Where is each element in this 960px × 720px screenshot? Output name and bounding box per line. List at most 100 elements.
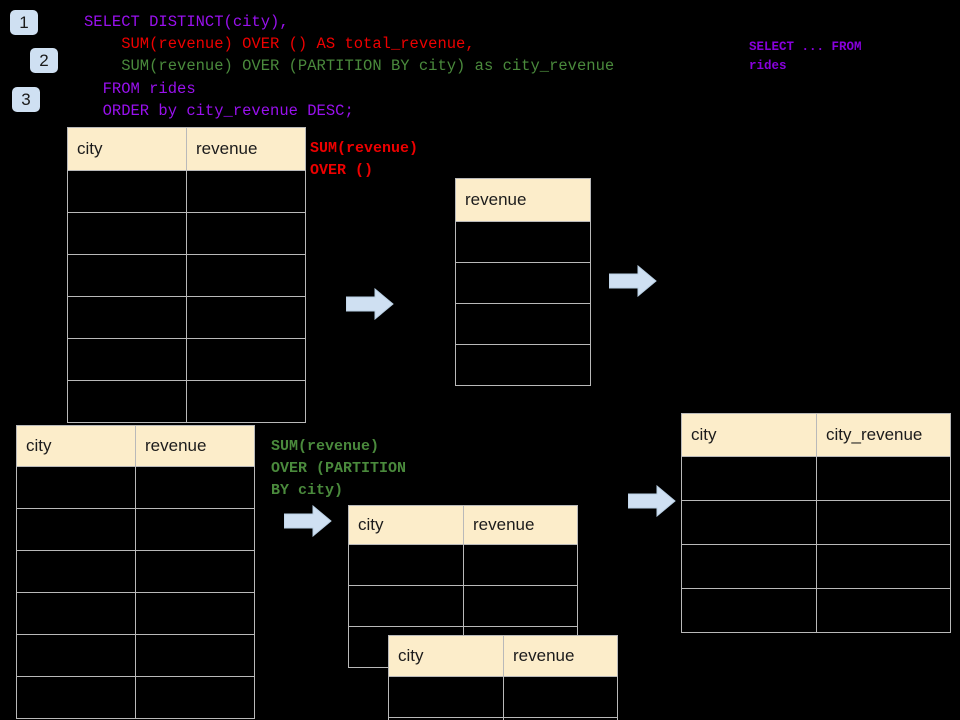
table-cell (348, 585, 464, 627)
arrow-source-to-total (346, 288, 394, 320)
table-row (16, 634, 255, 677)
sql-line-city-revenue: SUM(revenue) OVER (PARTITION BY city) as… (84, 57, 615, 75)
step-badge-1: 1 (10, 10, 38, 35)
table-partition-group-back: city revenue (348, 505, 578, 668)
table-row (67, 170, 306, 213)
side-note-line-1: SELECT ... FROM (749, 40, 862, 54)
table-header-row: city revenue (388, 635, 618, 677)
table-row (67, 296, 306, 339)
table-cell (463, 585, 578, 627)
table-header-row: city revenue (16, 425, 255, 467)
column-header-city: city (348, 505, 464, 545)
table-row (681, 456, 951, 501)
step-badge-3: 3 (12, 87, 40, 112)
table-row (348, 544, 578, 586)
table-row (455, 303, 591, 345)
table-cell (463, 544, 578, 586)
table-header-row: revenue (455, 178, 591, 222)
column-header-revenue: revenue (463, 505, 578, 545)
table-row (16, 550, 255, 593)
table-cell (67, 380, 187, 423)
annotation-city-revenue-line-1: SUM(revenue) (271, 438, 380, 455)
table-cell (388, 676, 504, 718)
table-cell (681, 588, 817, 633)
table-row (16, 508, 255, 551)
table-cell (135, 550, 255, 593)
table-cell (681, 500, 817, 545)
table-cell (186, 338, 306, 381)
table-header-row: city revenue (67, 127, 306, 171)
column-header-revenue: revenue (455, 178, 591, 222)
side-note-line-2: rides (749, 59, 787, 73)
table-cell (186, 170, 306, 213)
column-header-city: city (681, 413, 817, 457)
table-cell (816, 456, 951, 501)
table-cell (681, 456, 817, 501)
table-cell (135, 634, 255, 677)
table-cell (816, 544, 951, 589)
table-row (67, 380, 306, 423)
table-row (455, 221, 591, 263)
arrow-total-to-result (609, 265, 657, 297)
table-row (388, 717, 618, 720)
table-cell (503, 717, 618, 720)
table-header-row: city revenue (348, 505, 578, 545)
table-cell (348, 544, 464, 586)
table-cell (135, 592, 255, 635)
table-row (67, 212, 306, 255)
column-header-city: city (16, 425, 136, 467)
table-cell (816, 500, 951, 545)
table-row (455, 262, 591, 304)
table-row (348, 585, 578, 627)
table-cell (67, 338, 187, 381)
table-cell (67, 170, 187, 213)
table-cell (186, 212, 306, 255)
annotation-total-revenue-line-2: OVER () (310, 162, 374, 179)
table-cell (681, 544, 817, 589)
annotation-total-revenue-line-1: SUM(revenue) (310, 140, 419, 157)
table-row (16, 592, 255, 635)
table-row (67, 338, 306, 381)
step-badge-2: 2 (30, 48, 58, 73)
table-row (681, 588, 951, 633)
table-row (455, 344, 591, 386)
table-cell (67, 296, 187, 339)
table-header-row: city city_revenue (681, 413, 951, 457)
column-header-revenue: revenue (135, 425, 255, 467)
sql-line-total-revenue: SUM(revenue) OVER () AS total_revenue, (84, 35, 475, 53)
table-cell (16, 676, 136, 719)
table-cell (503, 676, 618, 718)
annotation-city-revenue-line-3: BY city) (271, 482, 344, 499)
table-cell (455, 221, 591, 263)
column-header-city: city (388, 635, 504, 677)
sql-line-select: SELECT DISTINCT(city), (84, 13, 289, 31)
sql-line-from: FROM rides (84, 80, 196, 98)
table-cell (455, 262, 591, 304)
table-row (16, 676, 255, 719)
table-final-result: city city_revenue (681, 413, 951, 633)
column-header-revenue: revenue (186, 127, 306, 171)
column-header-city: city (67, 127, 187, 171)
table-cell (67, 254, 187, 297)
table-cell (16, 466, 136, 509)
table-cell (186, 296, 306, 339)
table-cell (455, 344, 591, 386)
table-row (681, 544, 951, 589)
annotation-city-revenue-line-2: OVER (PARTITION (271, 460, 407, 477)
column-header-revenue: revenue (503, 635, 618, 677)
table-cell (186, 380, 306, 423)
table-partition-group-front: city revenue (388, 635, 618, 720)
table-row (388, 676, 618, 718)
table-cell (455, 303, 591, 345)
table-cell (816, 588, 951, 633)
table-cell (67, 212, 187, 255)
table-cell (16, 592, 136, 635)
table-rides-source-bottom: city revenue (16, 425, 255, 719)
table-cell (135, 466, 255, 509)
table-cell (135, 508, 255, 551)
arrow-partition-to-result (628, 485, 676, 517)
table-rides-source-top: city revenue (67, 127, 306, 423)
arrow-source-to-partition (284, 505, 332, 537)
table-cell (186, 254, 306, 297)
